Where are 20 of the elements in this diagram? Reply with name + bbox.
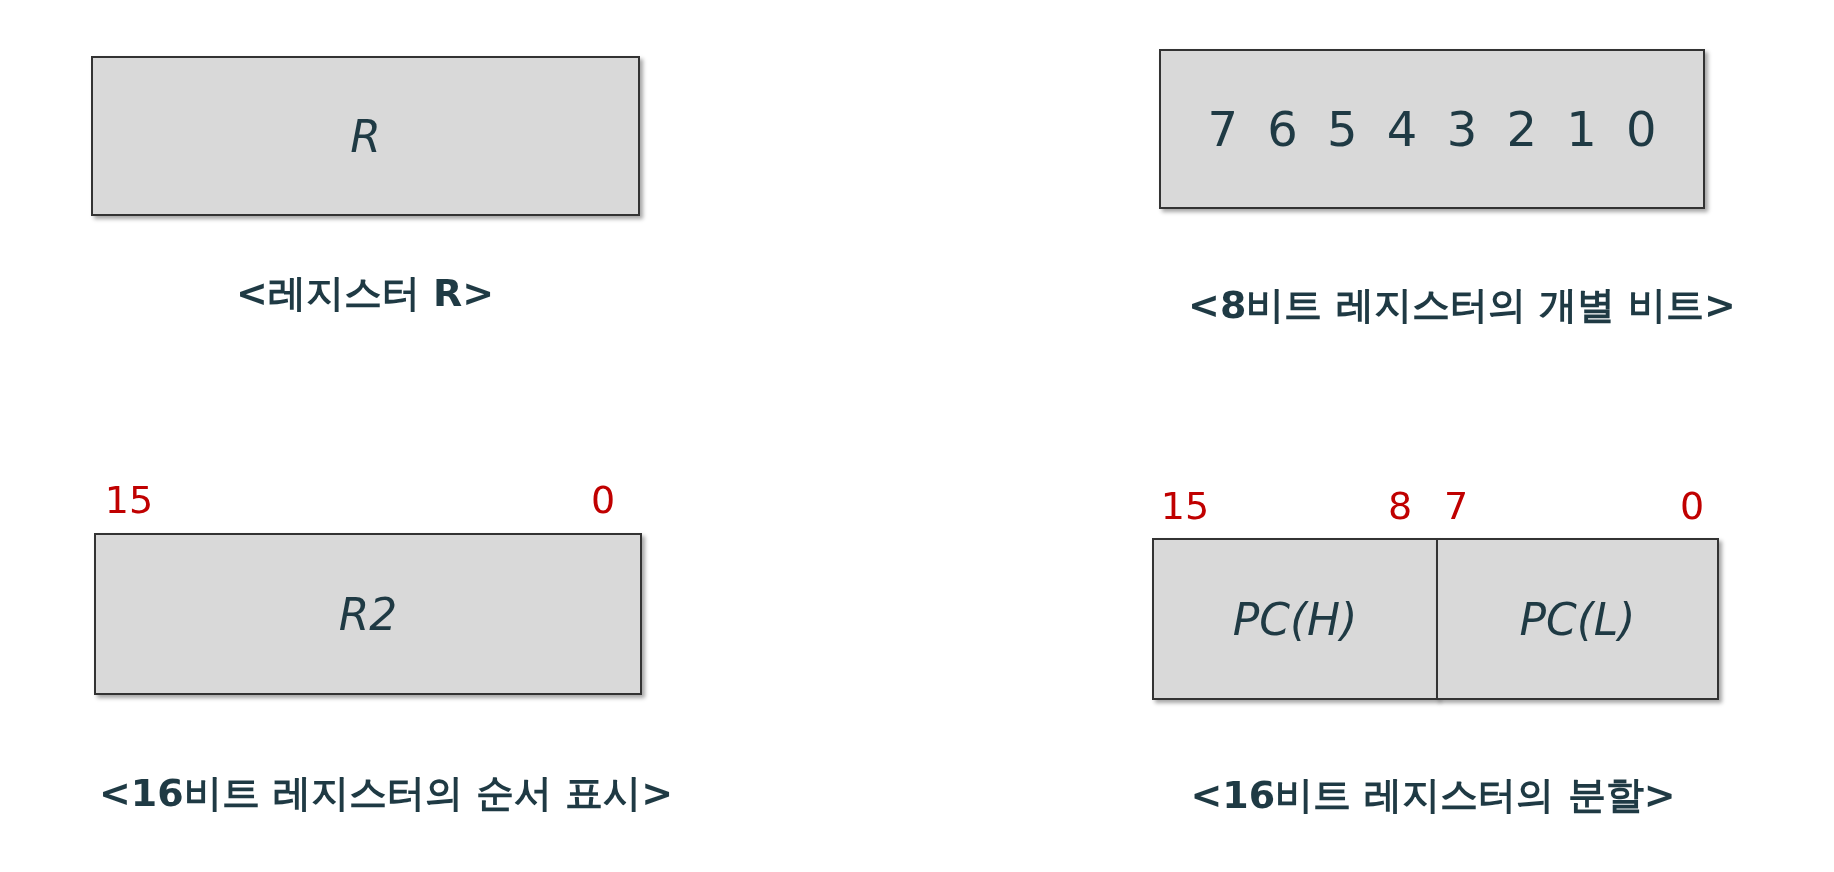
register-name: PC(H): [1232, 593, 1358, 645]
bit-index: 0: [590, 478, 616, 522]
register-box: [1152, 538, 1438, 700]
bit-index: 8: [1387, 484, 1413, 528]
register-box: [1436, 538, 1719, 700]
register-label: <16비트 레지스터의 순서 표시>: [98, 770, 674, 817]
register-box: [1159, 49, 1705, 209]
register-label: <16비트 레지스터의 분할>: [1190, 772, 1676, 819]
register-box: [94, 533, 642, 695]
register-name: R2: [338, 588, 398, 640]
bit-index: 15: [104, 478, 154, 522]
bit-numbers: 7 6 5 4 3 2 1 0: [1207, 101, 1657, 157]
register-label: <8비트 레지스터의 개별 비트>: [1188, 282, 1736, 329]
bit-index: 0: [1679, 484, 1705, 528]
register-name: PC(L): [1519, 593, 1636, 645]
register-box: [91, 56, 640, 216]
register-label: <레지스터 R>: [235, 270, 495, 317]
bit-index: 7: [1443, 484, 1469, 528]
bit-index: 15: [1160, 484, 1210, 528]
register-name: R: [350, 110, 381, 162]
